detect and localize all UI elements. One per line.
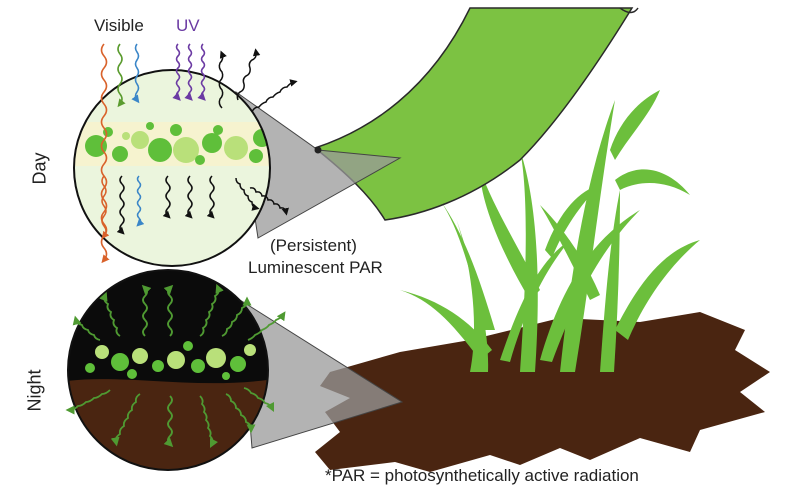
reemitted-rays-day xyxy=(218,48,298,216)
incoming-uv-rays xyxy=(172,43,206,101)
persistent-label: (Persistent) xyxy=(270,236,357,255)
soil xyxy=(315,312,770,472)
luminescent-par-label: Luminescent PAR xyxy=(248,258,383,277)
particles-day xyxy=(85,122,270,165)
footnote: *PAR = photosynthetically active radiati… xyxy=(325,466,639,485)
plants xyxy=(400,90,700,372)
night-label: Night xyxy=(24,369,45,412)
night-magnifier xyxy=(67,269,269,471)
transmitted-rays-day xyxy=(101,175,260,239)
luminescent-film xyxy=(313,7,634,221)
day-magnifier xyxy=(73,69,271,267)
incoming-visible-rays xyxy=(100,43,140,264)
particles-night xyxy=(85,341,256,380)
uv-label: UV xyxy=(176,16,200,35)
night-luminescent-rays xyxy=(65,283,286,449)
day-label: Day xyxy=(29,152,50,185)
film-curl xyxy=(619,7,639,14)
visible-label: Visible xyxy=(94,16,144,35)
